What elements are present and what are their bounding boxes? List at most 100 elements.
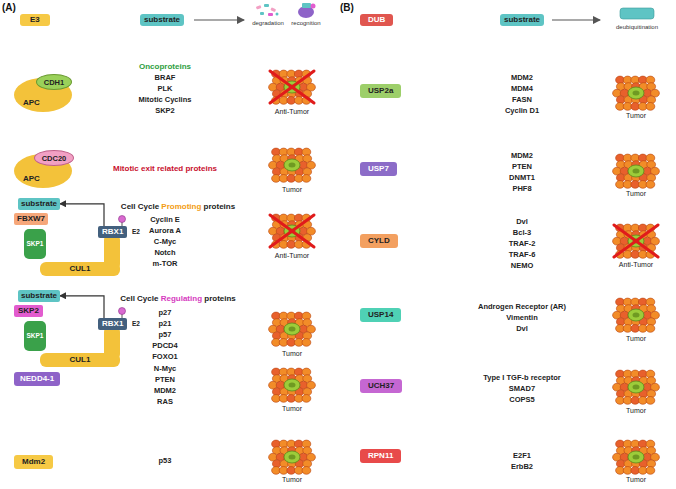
substrate-name: Dvl bbox=[516, 325, 528, 334]
substrate-name: Dvl bbox=[516, 218, 528, 227]
substrate-name: C-Myc bbox=[154, 238, 177, 247]
node-text: DUB bbox=[368, 15, 385, 25]
tumor-core bbox=[284, 159, 300, 171]
protein-box: CUL1 bbox=[40, 353, 120, 367]
substrate-name: p53 bbox=[159, 457, 172, 466]
substrate-name: NEMO bbox=[511, 262, 534, 271]
outcome-label: Tumor bbox=[282, 405, 302, 413]
outcome-label: Tumor bbox=[282, 350, 302, 358]
tumor-cell bbox=[646, 103, 655, 111]
tumor-core bbox=[289, 455, 296, 460]
outcome-label: Tumor bbox=[626, 476, 646, 484]
cross-mark bbox=[270, 71, 314, 103]
node-text: E3 bbox=[30, 15, 40, 25]
header-arrow bbox=[194, 19, 244, 20]
protein-blob: CDH1 bbox=[36, 74, 72, 90]
node-text: substrate bbox=[144, 15, 180, 25]
tumor-image bbox=[269, 70, 316, 104]
substrate-name: PLK bbox=[158, 85, 173, 94]
node-text: USP2a bbox=[368, 86, 393, 96]
transfer-arrow bbox=[60, 204, 104, 226]
node-text: USP14 bbox=[368, 310, 393, 320]
cross-mark bbox=[270, 215, 314, 247]
substrate-name: DNMT1 bbox=[509, 174, 535, 183]
tumor-image bbox=[613, 298, 660, 332]
protein-box: NEDD4-1 bbox=[14, 372, 60, 386]
substrate-name: ErbB2 bbox=[511, 463, 533, 472]
deubiquitination-icon bbox=[620, 8, 654, 19]
protein-box: RBX1 bbox=[98, 226, 127, 238]
outcome-label: Tumor bbox=[626, 407, 646, 415]
substrate-name: Mitotic Cyclins bbox=[139, 96, 192, 105]
text-label: deubiquitination bbox=[616, 24, 658, 31]
header-box: DUB bbox=[360, 14, 393, 26]
node-text: SKP2 bbox=[18, 306, 39, 316]
tumor-image bbox=[613, 76, 660, 110]
outcome-label: Tumor bbox=[282, 476, 302, 484]
protein-box: CUL1 bbox=[40, 262, 120, 276]
protein-blob: CDC20 bbox=[34, 150, 74, 166]
node-text: SKP1 bbox=[27, 240, 44, 248]
outcome-label: Anti-Tumor bbox=[275, 108, 309, 116]
tumor-image bbox=[613, 224, 660, 258]
substrate-name: TRAF-2 bbox=[509, 240, 536, 249]
outcome-label: Tumor bbox=[626, 190, 646, 198]
text-label: recognition bbox=[291, 20, 320, 27]
node-text: SKP1 bbox=[27, 332, 44, 340]
substrate-name: PDCD4 bbox=[152, 342, 177, 351]
node-text: UCH37 bbox=[368, 381, 394, 391]
tumor-cell bbox=[302, 395, 311, 403]
node-text: RBX1 bbox=[102, 227, 123, 237]
substrate-name: m-TOR bbox=[153, 260, 178, 269]
substrate-name: SMAD7 bbox=[509, 385, 535, 394]
substrate-name: E2F1 bbox=[513, 452, 531, 461]
tumor-cell bbox=[302, 339, 311, 347]
tumor-core bbox=[633, 91, 640, 96]
tumor-core bbox=[628, 309, 644, 321]
tumor-core bbox=[628, 451, 644, 463]
tumor-image bbox=[269, 214, 316, 248]
header-box: substrate bbox=[500, 14, 544, 26]
substrate-name: TRAF-6 bbox=[509, 251, 536, 260]
tumor-core bbox=[284, 451, 300, 463]
outcome-label: Anti-Tumor bbox=[619, 261, 653, 269]
transfer-arrow bbox=[60, 296, 104, 318]
protein-box: FBXW7 bbox=[14, 213, 48, 225]
tumor-core bbox=[628, 381, 644, 393]
substrate-name: Cyclin D1 bbox=[505, 107, 539, 116]
substrate-name: COPS5 bbox=[509, 396, 534, 405]
tumor-core bbox=[633, 385, 640, 390]
protein-box: SKP1 bbox=[24, 321, 46, 351]
substrate-name: BRAF bbox=[155, 74, 176, 83]
substrate-box: substrate bbox=[18, 290, 60, 302]
tumor-core bbox=[628, 165, 644, 177]
substrate-name: p27 bbox=[159, 309, 172, 318]
node-text: CDC20 bbox=[42, 154, 67, 163]
text-label: Cell Cycle Regulating proteins bbox=[120, 294, 236, 303]
outcome-label: Tumor bbox=[626, 335, 646, 343]
node-text: NEDD4-1 bbox=[20, 374, 54, 384]
enzyme-box: UCH37 bbox=[360, 379, 402, 393]
tumor-cell bbox=[646, 325, 655, 333]
tumor-cell bbox=[302, 175, 311, 183]
tumor-core bbox=[289, 327, 296, 332]
tumor-image bbox=[269, 368, 316, 402]
substrate-name: N-Myc bbox=[154, 365, 177, 374]
substrate-name: FOXO1 bbox=[152, 353, 177, 362]
tumor-core bbox=[284, 323, 300, 335]
tumor-core bbox=[633, 455, 640, 460]
cross-mark bbox=[270, 215, 314, 247]
substrate-name: SKP2 bbox=[155, 107, 175, 116]
substrate-name: PHF8 bbox=[512, 185, 531, 194]
tumor-image bbox=[613, 154, 660, 188]
tumor-cell bbox=[646, 181, 655, 189]
tumor-core bbox=[633, 169, 640, 174]
enzyme-box: USP7 bbox=[360, 162, 397, 176]
protein-box: RBX1 bbox=[98, 318, 127, 330]
tumor-core bbox=[284, 379, 300, 391]
tumor-images bbox=[269, 70, 660, 474]
recognition-icon bbox=[298, 3, 316, 18]
text-label: (B) bbox=[340, 2, 354, 14]
